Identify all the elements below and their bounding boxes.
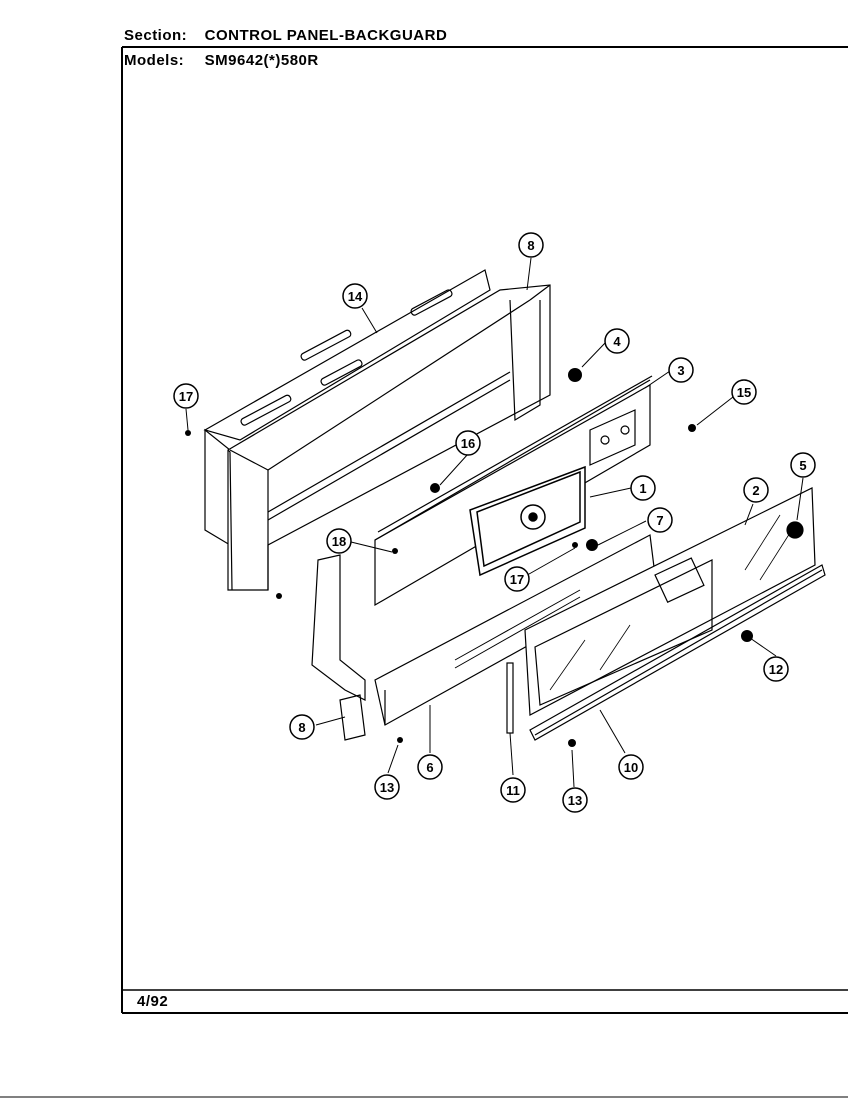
svg-text:1: 1 xyxy=(639,481,646,496)
callout-4: 4 xyxy=(604,328,630,354)
callout-1: 1 xyxy=(630,475,656,501)
models-row: Models: SM9642(*)580R xyxy=(124,52,319,69)
hardware xyxy=(185,368,753,747)
callout-8-side: 8 xyxy=(289,714,315,740)
leader-lines xyxy=(185,257,804,788)
callouts: 1 2 3 4 5 6 7 8 8 10 11 12 13 13 14 15 1… xyxy=(173,232,816,813)
side-trim xyxy=(311,554,366,741)
svg-text:8: 8 xyxy=(298,720,305,735)
svg-text:2: 2 xyxy=(752,483,759,498)
trim-strip xyxy=(529,564,826,741)
svg-text:15: 15 xyxy=(737,385,751,400)
callout-8-top: 8 xyxy=(518,232,544,258)
models-value: SM9642(*)580R xyxy=(204,52,319,69)
section-label: Section: xyxy=(124,27,188,44)
svg-text:16: 16 xyxy=(461,436,475,451)
footer-date: 4/92 xyxy=(137,993,169,1010)
svg-text:5: 5 xyxy=(799,458,806,473)
svg-text:8: 8 xyxy=(527,238,534,253)
glass-panel xyxy=(524,487,816,716)
callout-13-left: 13 xyxy=(374,774,400,800)
vent-slots xyxy=(454,589,581,669)
callout-15: 15 xyxy=(731,379,757,405)
svg-text:13: 13 xyxy=(380,780,394,795)
svg-text:18: 18 xyxy=(332,534,346,549)
callout-16: 16 xyxy=(455,430,481,456)
callout-5: 5 xyxy=(790,452,816,478)
svg-text:6: 6 xyxy=(426,760,433,775)
svg-text:4: 4 xyxy=(613,334,621,349)
glass-hatch xyxy=(549,514,796,691)
callout-17-mid: 17 xyxy=(504,566,530,592)
svg-text:7: 7 xyxy=(656,513,663,528)
svg-text:13: 13 xyxy=(568,793,582,808)
callout-3: 3 xyxy=(668,357,694,383)
diagram-frame xyxy=(0,46,848,1098)
callout-6: 6 xyxy=(417,754,443,780)
section-value: CONTROL PANEL-BACKGUARD xyxy=(204,27,448,44)
callout-10: 10 xyxy=(618,754,644,780)
callout-14: 14 xyxy=(342,283,368,309)
svg-text:17: 17 xyxy=(510,572,524,587)
callout-11: 11 xyxy=(500,777,526,803)
callout-12: 12 xyxy=(763,656,789,682)
callout-13-right: 13 xyxy=(562,787,588,813)
callout-17-top: 17 xyxy=(173,383,199,409)
section-row: Section: CONTROL PANEL-BACKGUARD xyxy=(124,27,447,44)
callout-18: 18 xyxy=(326,528,352,554)
svg-text:3: 3 xyxy=(677,363,684,378)
svg-text:14: 14 xyxy=(348,289,363,304)
svg-text:10: 10 xyxy=(624,760,638,775)
callout-2: 2 xyxy=(743,477,769,503)
timer-window xyxy=(469,465,586,577)
svg-text:11: 11 xyxy=(506,783,520,798)
svg-text:12: 12 xyxy=(769,662,783,677)
backguard-box xyxy=(203,269,551,591)
callout-7: 7 xyxy=(647,507,673,533)
models-label: Models: xyxy=(124,52,185,69)
svg-text:17: 17 xyxy=(179,389,193,404)
support-bar xyxy=(506,662,514,734)
